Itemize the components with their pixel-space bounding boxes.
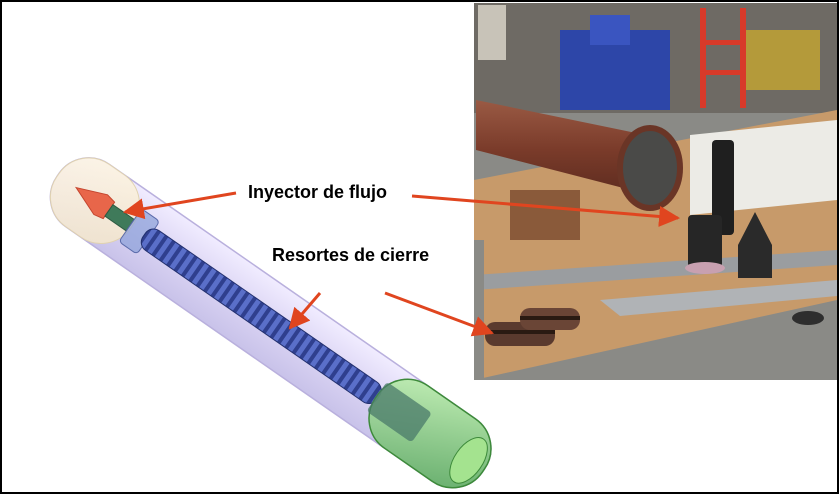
springs-arrow-right (384, 291, 494, 337)
threaded-rod (712, 140, 734, 235)
cap-opening (449, 437, 488, 484)
cutaway-tube-illustration (49, 157, 492, 489)
injector-label: Inyector de flujo (242, 180, 394, 205)
springs-label: Resortes de cierre (266, 243, 436, 268)
workshop-photo (474, 3, 837, 380)
springs-in-photo (485, 308, 580, 346)
pipe-opening (617, 125, 683, 211)
cap-stem (367, 383, 431, 442)
cone-part (738, 212, 772, 278)
injector-arrow-right (411, 194, 681, 227)
ring-part (792, 311, 824, 325)
bushing-part (688, 215, 722, 270)
injector-arrow-left (122, 191, 237, 220)
arrows (122, 191, 681, 337)
springs-arrow-left (288, 292, 322, 330)
